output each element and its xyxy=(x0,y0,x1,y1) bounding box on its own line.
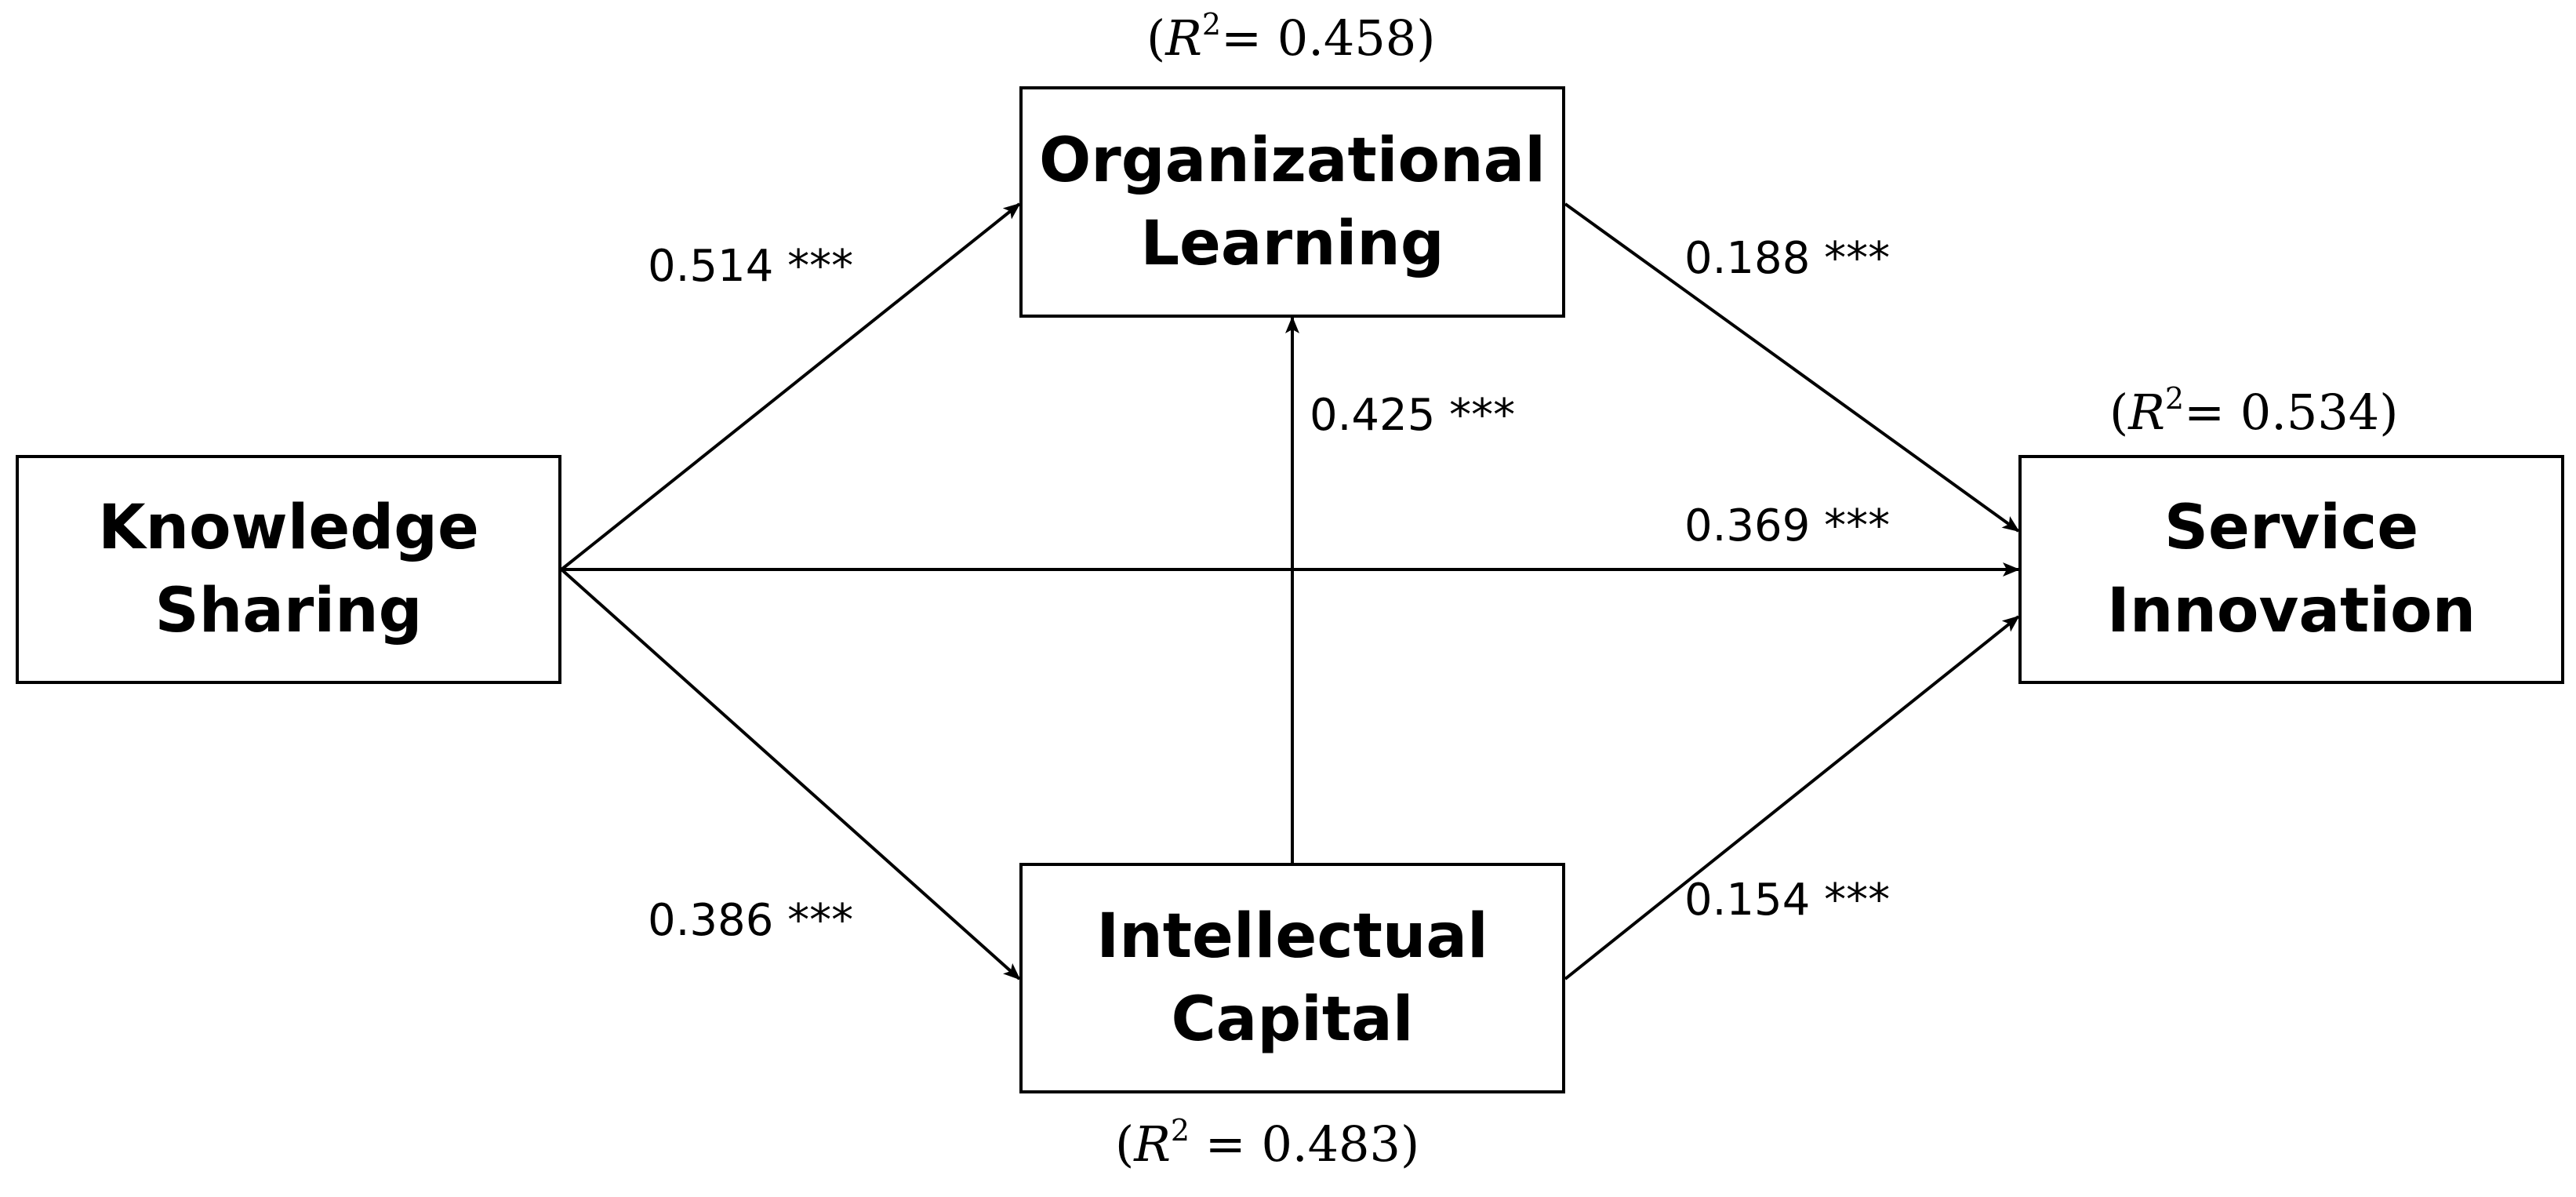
path-coef-ks-to-si: 0.369 *** xyxy=(1684,500,1891,551)
r2-symbol: R xyxy=(2128,384,2165,441)
r2-exponent: 2 xyxy=(2164,381,2185,416)
path-coef-ks-to-ic: 0.386 *** xyxy=(648,895,854,946)
node-intellectual-capital-line2: Capital xyxy=(1171,984,1414,1055)
node-service-innovation-line2: Innovation xyxy=(2106,576,2476,646)
r2-intellectual-capital: (R2 = 0.483) xyxy=(1115,1113,1420,1173)
arrow-ks-to-ol xyxy=(560,202,1021,571)
node-service-innovation-line1: Service xyxy=(2164,493,2419,563)
node-intellectual-capital-line1: Intellectual xyxy=(1096,901,1488,972)
r2-symbol: R xyxy=(1134,1115,1171,1173)
r2-value-service-innovation: 0.534 xyxy=(2240,384,2380,441)
path-coef-ic-to-si: 0.154 *** xyxy=(1684,875,1891,926)
path-coef-ol-to-si: 0.188 *** xyxy=(1684,233,1891,284)
arrow-ol-to-si xyxy=(1564,202,2020,533)
r2-value-organizational-learning: 0.458 xyxy=(1277,9,1417,67)
r2-exponent: 2 xyxy=(1170,1113,1190,1148)
node-knowledge-sharing: Knowledge Sharing xyxy=(16,455,561,684)
r2-value-intellectual-capital: 0.483 xyxy=(1261,1115,1401,1173)
arrow-ic-to-si xyxy=(1564,615,2020,981)
node-organizational-learning: Organizational Learning xyxy=(1019,86,1565,318)
node-organizational-learning-line1: Organizational xyxy=(1038,125,1546,196)
r2-service-innovation: (R2= 0.534) xyxy=(2109,381,2399,441)
r2-exponent: 2 xyxy=(1201,7,1222,42)
node-knowledge-sharing-line2: Sharing xyxy=(154,576,423,646)
node-intellectual-capital: Intellectual Capital xyxy=(1019,863,1565,1093)
path-coef-ic-to-ol: 0.425 *** xyxy=(1310,390,1516,441)
r2-organizational-learning: (R2= 0.458) xyxy=(1146,7,1436,67)
node-organizational-learning-line2: Learning xyxy=(1140,208,1444,279)
arrow-ks-to-ic xyxy=(560,568,1021,981)
r2-symbol: R xyxy=(1165,9,1202,67)
node-service-innovation: Service Innovation xyxy=(2018,455,2564,684)
path-coef-ks-to-ol: 0.514 *** xyxy=(648,241,854,292)
node-knowledge-sharing-line1: Knowledge xyxy=(98,493,479,563)
